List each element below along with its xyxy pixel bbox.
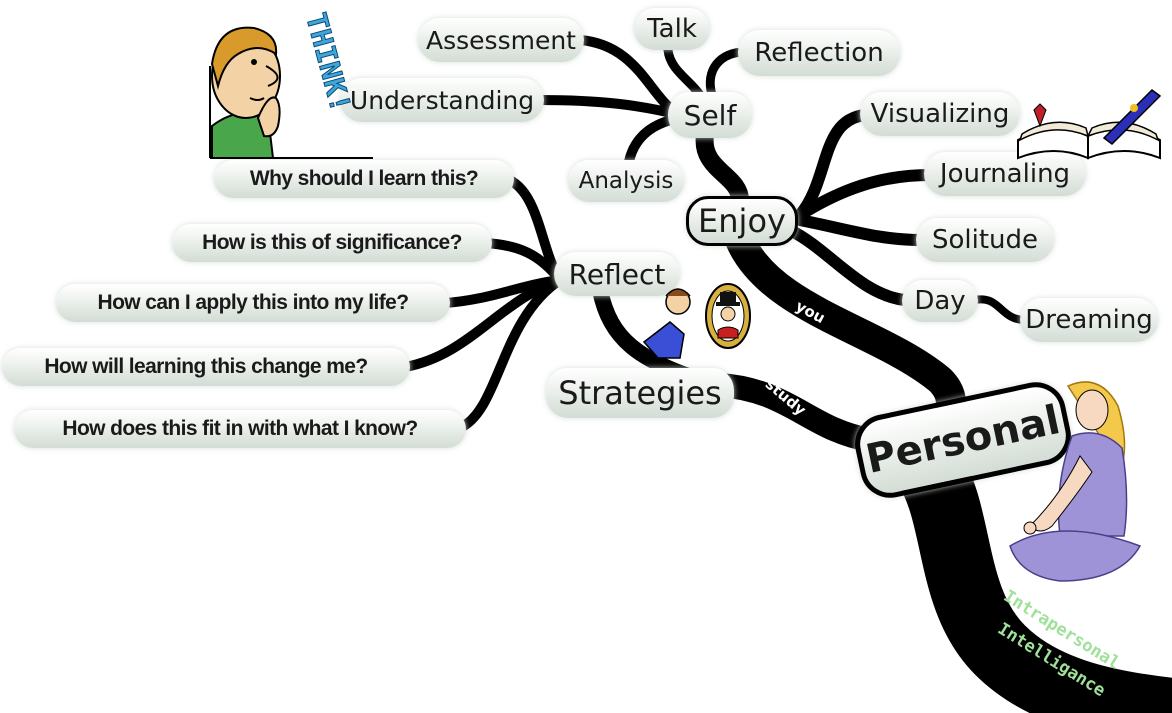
node-self: Self: [668, 92, 752, 138]
thinking-man-icon: THINK!: [209, 9, 373, 159]
branch-reflect-q5: [455, 275, 565, 433]
trunk-branch: [895, 435, 1172, 713]
node-solitude: Solitude: [916, 218, 1054, 262]
node-day: Day: [902, 280, 978, 322]
node-assessment: Assessment: [418, 18, 584, 62]
cartoon-characters: [640, 272, 760, 362]
node-understanding: Understanding: [340, 78, 544, 122]
branch-reflect-q2: [480, 238, 565, 285]
branch-self-enjoy: [695, 126, 749, 209]
question-1: Why should I learn this?: [214, 160, 514, 198]
branch-day-dreaming: [971, 295, 1029, 324]
characters-icon: [642, 283, 751, 359]
node-analysis: Analysis: [568, 160, 684, 202]
node-strategies: Strategies: [546, 368, 734, 418]
node-reflect: Reflect: [554, 252, 680, 296]
branch-reflect-q4: [400, 275, 565, 372]
branch-strategies-personal: [708, 373, 882, 452]
think-cartoon-illustration: THINK!: [198, 6, 378, 160]
branch-self-understanding: [535, 95, 685, 120]
node-enjoy: Enjoy: [686, 196, 798, 246]
question-2: How is this of significance?: [172, 224, 492, 262]
book-illustration: [1014, 80, 1164, 160]
node-reflection: Reflection: [738, 30, 900, 76]
node-journaling: Journaling: [924, 152, 1086, 196]
question-4: How will learning this change me?: [2, 348, 410, 386]
branch-enjoy-journaling: [794, 169, 936, 221]
question-3: How can I apply this into my life?: [56, 284, 450, 322]
node-dreaming: Dreaming: [1020, 298, 1158, 342]
node-talk: Talk: [634, 8, 710, 50]
branch-enjoy-visualizing: [794, 109, 871, 221]
node-visualizing: Visualizing: [860, 92, 1020, 136]
branch-enjoy-day: [784, 224, 911, 306]
meditation-icon: [1009, 381, 1142, 582]
meditating-woman-illustration: [1000, 376, 1150, 588]
branch-self-talk: [663, 45, 705, 100]
think-text: THINK!: [299, 9, 357, 115]
open-book-icon: [1017, 89, 1162, 160]
question-5: How does this fit in with what I know?: [14, 410, 466, 448]
branch-enjoy-solitude: [794, 214, 926, 246]
